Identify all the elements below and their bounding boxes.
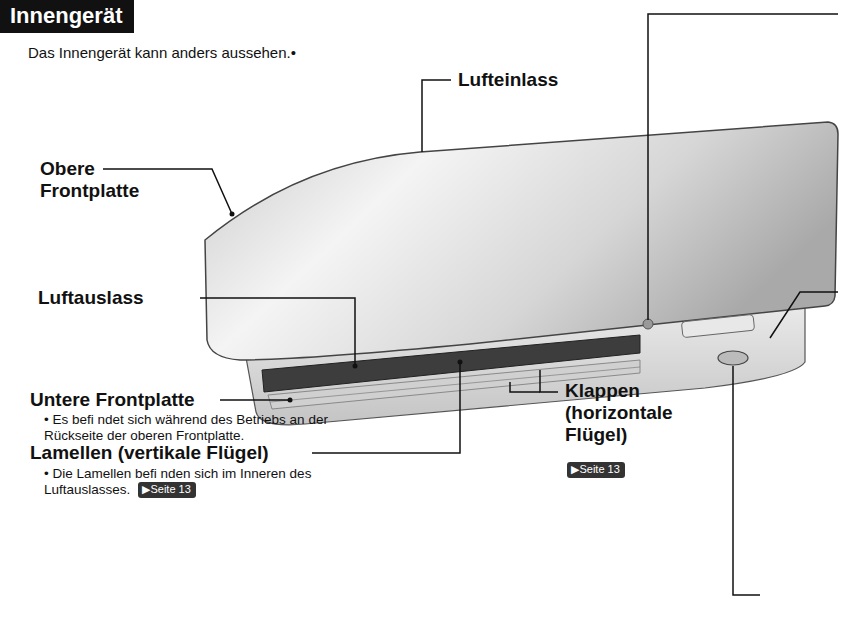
sensor <box>718 351 748 365</box>
leader-line <box>540 370 558 392</box>
leader-lines <box>103 14 838 595</box>
leader-dot <box>288 398 293 403</box>
display-window <box>681 314 754 337</box>
page-reference-text: ▶Seite 13 <box>571 463 620 475</box>
leader-line <box>770 292 838 338</box>
part-name: Klappen (horizontale Flügel) <box>565 380 705 446</box>
leader-line <box>312 362 460 453</box>
note: Das Innengerät kann anders aussehen.• <box>28 44 448 61</box>
leader-line <box>733 366 760 595</box>
upper-front-panel <box>205 122 838 360</box>
part-name: Luftauslass <box>38 287 218 309</box>
note: • Die Lamellen befi nden sich im Inneren… <box>44 466 364 497</box>
leader-line <box>200 298 355 366</box>
section-title: Innengerät <box>0 0 134 33</box>
page-reference: ▶Seite 13 <box>567 462 625 478</box>
part-name: Untere Frontplatte <box>30 389 270 411</box>
indicator-lamp <box>643 319 653 329</box>
page-reference-text: ▶Seite 13 <box>142 483 191 495</box>
note: • Es befi ndet sich während des Betriebs… <box>44 412 344 443</box>
part-name: Lufteinlass <box>458 69 658 91</box>
leader-line <box>510 382 540 392</box>
leader-dot <box>458 360 463 365</box>
leader-line <box>422 80 451 152</box>
leader-line <box>220 399 290 401</box>
part-name: Lamellen (vertikale Flügel) <box>30 442 320 464</box>
leader-dot <box>230 212 235 217</box>
part-name: Obere Frontplatte <box>40 158 155 202</box>
leader-line <box>648 14 838 320</box>
leader-dot <box>353 364 358 369</box>
leader-dots <box>230 212 463 403</box>
page-reference: ▶Seite 13 <box>138 482 196 498</box>
